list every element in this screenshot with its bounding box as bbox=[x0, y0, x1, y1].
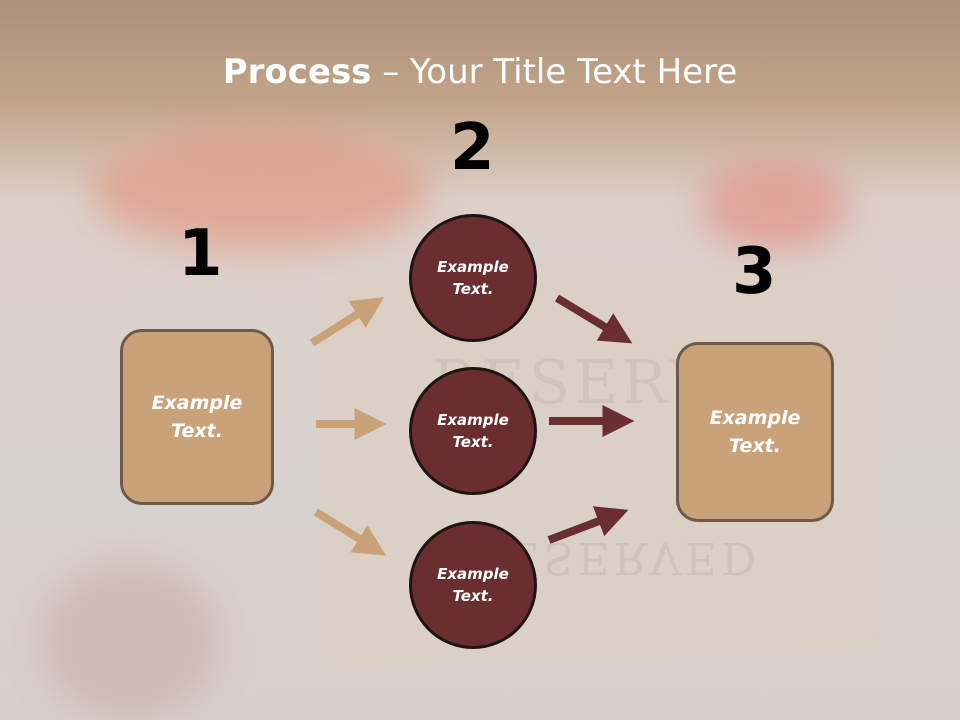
step-2-circle-bottom: Example Text. bbox=[409, 521, 537, 649]
step-number-1: 1 bbox=[178, 217, 223, 291]
step-3-box: Example Text. bbox=[676, 342, 834, 522]
arrow-1-to-2c bbox=[313, 508, 387, 556]
title-rest: – Your Title Text Here bbox=[371, 52, 738, 92]
arrow-2c-to-3 bbox=[547, 506, 629, 544]
page-title: Process – Your Title Text Here bbox=[0, 52, 960, 92]
title-bold: Process bbox=[222, 52, 372, 92]
step-1-box: Example Text. bbox=[120, 329, 274, 505]
step-2-circle-top: Example Text. bbox=[409, 214, 537, 342]
step-number-2: 2 bbox=[450, 111, 495, 185]
step-3-text: Example Text. bbox=[709, 406, 801, 458]
step-1-text: Example Text. bbox=[151, 391, 243, 443]
step-2-circle-top-text: Example Text. bbox=[437, 257, 509, 299]
step-2-circle-middle-text: Example Text. bbox=[437, 410, 509, 452]
arrow-1-to-2a bbox=[309, 297, 385, 347]
step-2-circle-middle: Example Text. bbox=[409, 367, 537, 495]
arrow-2a-to-3 bbox=[554, 294, 633, 344]
step-2-circle-bottom-text: Example Text. bbox=[437, 564, 509, 606]
step-number-3: 3 bbox=[732, 235, 777, 309]
